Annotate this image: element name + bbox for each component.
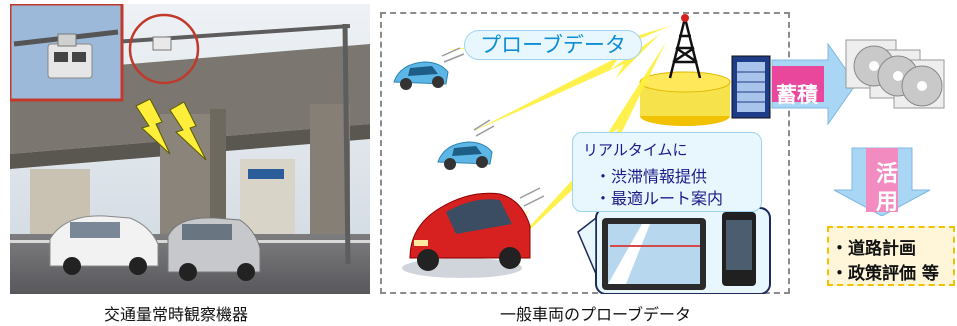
usage-results-box: ・道路計画 ・政策評価 等: [827, 226, 955, 286]
car-icon: [437, 141, 493, 170]
caption-probe-data: 一般車両のプローブデータ: [500, 305, 692, 324]
realtime-title: リアルタイムに: [583, 141, 688, 159]
probe-data-area: [380, 12, 790, 294]
result-item: ・政策評価 等: [831, 264, 939, 284]
disc-stack-icon: [845, 39, 945, 109]
use-label-bottom: 用: [876, 190, 899, 215]
red-car-icon: [402, 192, 531, 278]
antenna-tower-icon: [639, 14, 731, 126]
accumulate-use-graphics: [771, 39, 945, 216]
realtime-item: ・最適ルート案内: [595, 189, 724, 208]
realtime-item: ・渋滞情報提供: [595, 167, 708, 186]
realtime-info-box: リアルタイムに ・渋滞情報提供 ・最適ルート案内: [572, 132, 762, 212]
result-item: ・道路計画: [831, 239, 916, 259]
caption-traffic-counter: 交通量常時観察機器: [104, 305, 249, 324]
server-icon: [731, 55, 771, 119]
accumulate-label: 蓄積: [776, 83, 818, 107]
car-icon: [393, 61, 449, 90]
use-label-top: 活: [876, 162, 899, 187]
probe-data-diagram: [393, 14, 771, 294]
navigation-devices: [577, 207, 771, 294]
probe-data-label: プローブデータ: [464, 30, 642, 60]
traffic-counter-photo: [10, 4, 370, 294]
